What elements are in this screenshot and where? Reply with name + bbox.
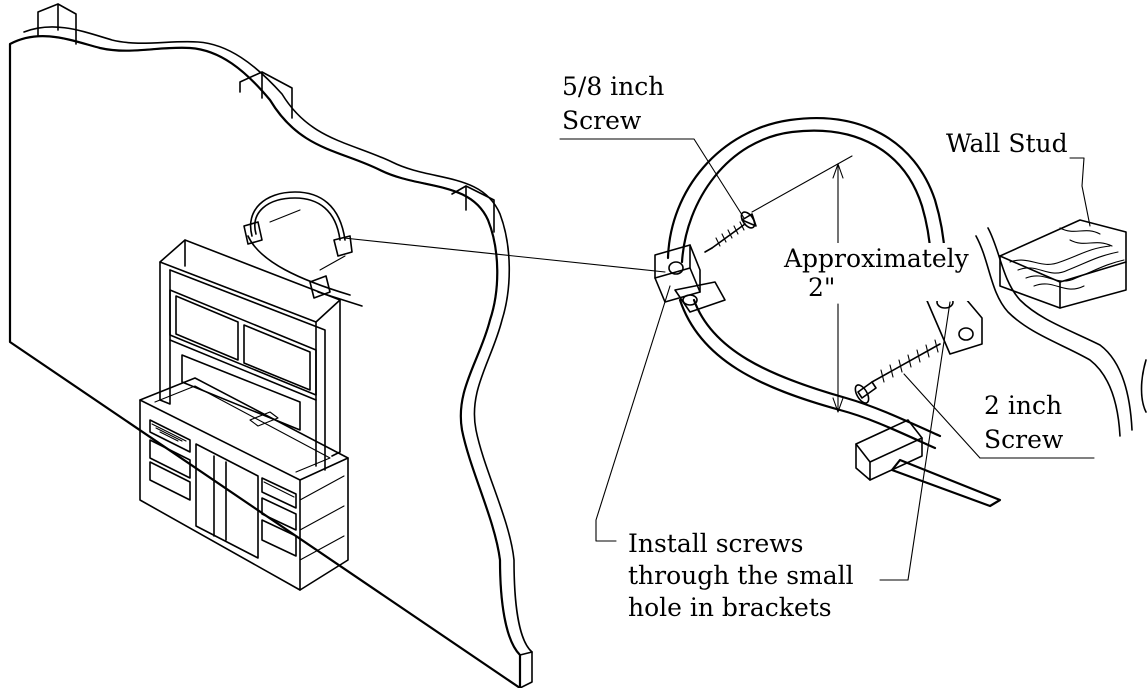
small-screw-label-line1: 5/8 inch — [562, 72, 664, 101]
wall-stud — [975, 219, 1147, 437]
leader-lines — [559, 138, 1095, 581]
install-note-line1: Install screws — [628, 529, 804, 558]
approx-label-line2: 2" — [808, 273, 835, 302]
install-note-line2: through the small — [628, 561, 854, 590]
detail-callout-line — [343, 237, 666, 273]
cabinet — [139, 239, 349, 591]
dimension-marker — [751, 155, 853, 413]
large-screw-label-line1: 2 inch — [984, 391, 1062, 420]
wall — [8, 3, 533, 688]
large-anchor-strap — [654, 117, 1002, 508]
small-screw — [704, 211, 757, 253]
small-screw-label-line2: Screw — [562, 106, 642, 135]
large-screw-label-line2: Screw — [984, 425, 1064, 454]
small-anchor-strap — [243, 191, 363, 307]
approx-label-bg — [782, 243, 974, 301]
approx-label-line1: Approximately — [783, 244, 970, 273]
wall-stud-label: Wall Stud — [946, 129, 1068, 158]
install-note-line3: hole in brackets — [628, 593, 832, 622]
large-screw — [854, 339, 941, 404]
